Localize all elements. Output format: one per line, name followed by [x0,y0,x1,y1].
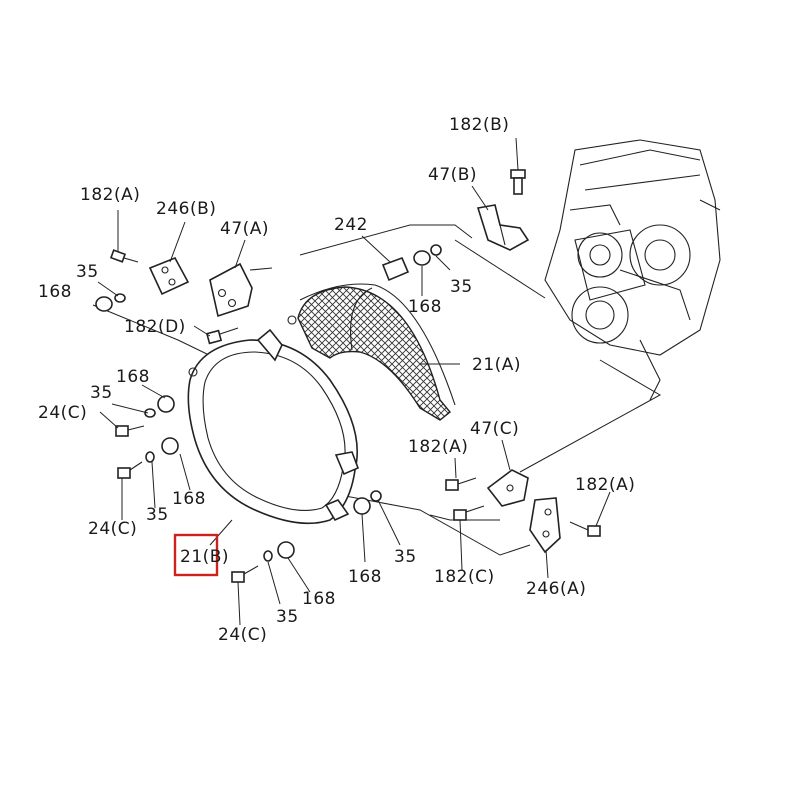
leader-lines [97,137,611,626]
callout-24C-left2: 24(C) [88,519,137,539]
callout-35-topleft: 35 [76,262,99,282]
bracket-47B [476,204,530,251]
callout-47A: 47(A) [220,219,269,239]
callout-47B: 47(B) [428,165,477,185]
callout-182A-topleft: 182(A) [80,185,140,205]
callout-labels: 182(B) 47(B) 182(A) 246(B) 47(A) 242 35 … [38,115,635,645]
fasteners [95,169,601,583]
callout-35-mid: 35 [450,277,473,297]
fan-shroud-ring-21B [187,328,360,525]
callout-47C: 47(C) [470,419,519,439]
callout-24C-bottom: 24(C) [218,625,267,645]
highlight-box-21B [173,533,219,577]
engine-assembly [544,139,721,401]
callout-21B: 21(B) [180,547,229,567]
callout-168-bottom1: 168 [348,567,382,587]
callout-21A: 21(A) [472,355,521,375]
callout-182A-right1: 182(A) [408,437,468,457]
callout-246A: 246(A) [526,579,586,599]
callout-242: 242 [334,215,368,235]
callout-246B: 246(B) [156,199,216,219]
callout-35-left2: 35 [146,505,169,525]
callout-168-left2: 168 [172,489,206,509]
callout-182B-top: 182(B) [449,115,509,135]
callout-182D: 182(D) [124,317,186,337]
callout-35-bottom2: 35 [276,607,299,627]
callout-35-left1: 35 [90,383,113,403]
callout-182C: 182(C) [434,567,495,587]
bracket-246A [529,497,561,554]
callout-35-bottom1: 35 [394,547,417,567]
callout-168-mid: 168 [408,297,442,317]
bracket-47C [486,469,529,507]
bracket-47A [209,262,273,318]
callout-168-left1: 168 [116,367,150,387]
callout-168-bottom2: 168 [302,589,336,609]
fan-shroud-upper-21A [287,283,456,421]
bracket-246B [148,256,190,296]
spacer-242 [381,256,410,282]
callout-182A-right2: 182(A) [575,475,635,495]
callout-168-topleft: 168 [38,282,72,302]
callout-24C-left1: 24(C) [38,403,87,423]
